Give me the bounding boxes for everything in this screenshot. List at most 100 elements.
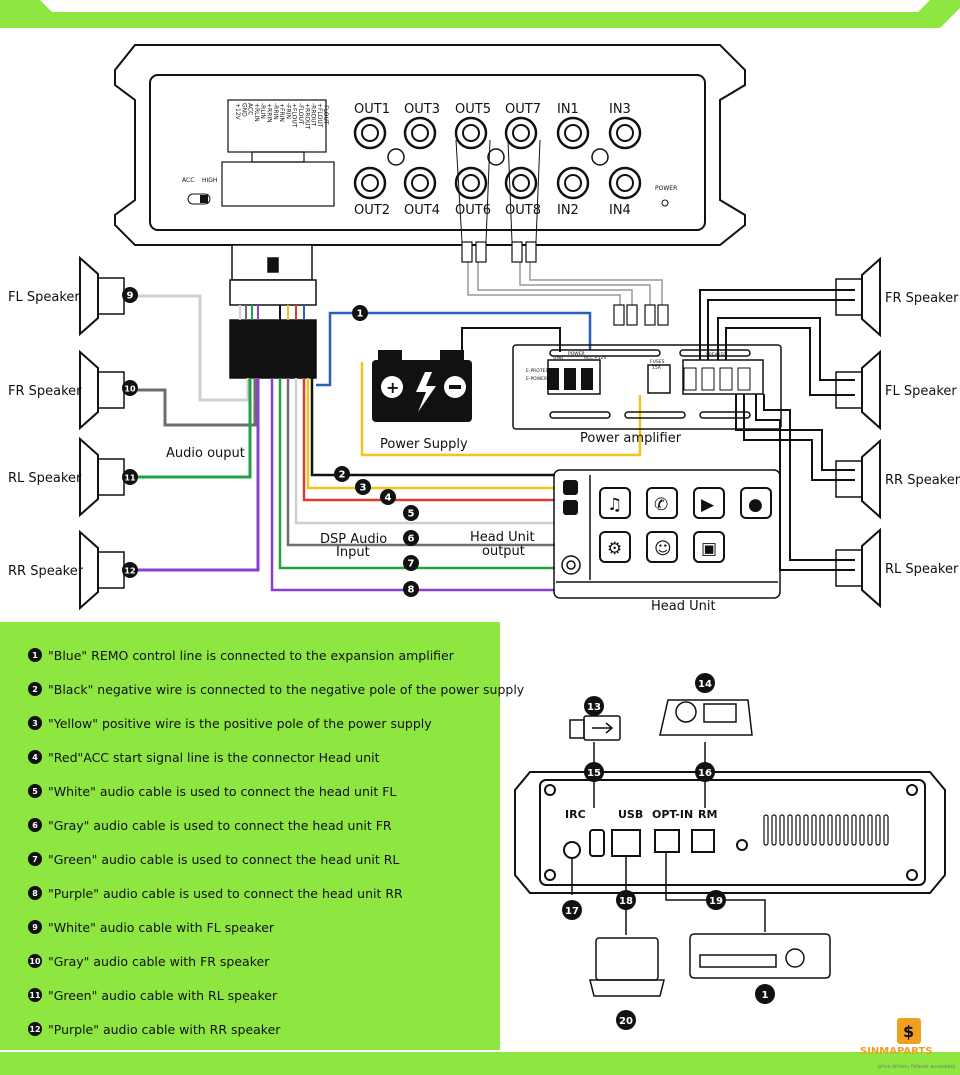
svg-text:1: 1 — [762, 990, 769, 1001]
power-amp-ports: GNDPOWERACC+12VE-PROTECTE-POWERFUSES15AS… — [526, 351, 751, 391]
legend-item: 3"Yellow" positive wire is the positive … — [28, 712, 432, 734]
terminal-pin-label: GND — [240, 103, 247, 117]
callout-badge — [695, 673, 715, 693]
power-label: POWER — [655, 185, 677, 192]
rca-port[interactable] — [504, 116, 538, 150]
svg-text:11: 11 — [124, 474, 136, 483]
legend-item: 9"White" audio cable with FL speaker — [28, 916, 274, 938]
callout-badge — [755, 984, 775, 1004]
wire-number-badge — [380, 489, 396, 505]
rca-port[interactable] — [504, 166, 538, 200]
brand-tagline: price driven, forever accessory — [878, 1064, 956, 1070]
switch-label-high: HIGH — [202, 177, 217, 184]
amp-small-label: ACC — [584, 355, 593, 361]
legend-item: 2"Black" negative wire is connected to t… — [28, 678, 524, 700]
rca-port[interactable] — [608, 166, 642, 200]
rca-port-label: IN1 — [557, 102, 579, 117]
rca-port[interactable] — [454, 116, 488, 150]
svg-text:20: 20 — [619, 1016, 633, 1027]
port-label-rm: RM — [698, 808, 717, 821]
settings-icon[interactable] — [599, 531, 631, 563]
wire-number-badge — [403, 555, 419, 571]
speaker-icon — [79, 349, 99, 431]
dsp-audio-input-label-2: Input — [336, 545, 370, 560]
phone-icon[interactable] — [646, 487, 678, 519]
svg-text:▣: ▣ — [701, 539, 717, 559]
rca-port[interactable] — [556, 166, 590, 200]
speaker-icon — [861, 256, 881, 338]
svg-text:19: 19 — [709, 896, 723, 907]
speaker-left-label: RL Speaker — [8, 471, 82, 486]
svg-text:6: 6 — [408, 534, 415, 545]
back-panel-vents — [763, 814, 889, 846]
head-unit-apps: ♫✆▶●⚙☺▣ — [599, 487, 772, 563]
battery-icon: + — [372, 350, 472, 422]
book-icon[interactable] — [693, 531, 725, 563]
terminal-pin-label: -FRIN — [284, 103, 291, 119]
rca-port[interactable] — [403, 166, 437, 200]
amp-small-label: E-POWER — [526, 376, 547, 382]
harness-connector — [229, 244, 317, 379]
rca-port[interactable] — [353, 116, 387, 150]
usb-stick-icon — [569, 715, 621, 741]
rca-port[interactable] — [454, 166, 488, 200]
callout-badge — [616, 890, 636, 910]
rca-port[interactable] — [353, 166, 387, 200]
amp-small-label: SPEAKER — [706, 352, 726, 358]
speaker-icon — [79, 255, 99, 337]
rca-port[interactable] — [556, 116, 590, 150]
wire-number-badge — [403, 505, 419, 521]
wire-number-badge — [403, 530, 419, 546]
rca-port-label: OUT7 — [505, 102, 541, 117]
wire-number-badge — [122, 562, 138, 578]
legend-item: 11"Green" audio cable with RL speaker — [28, 987, 278, 1003]
remote-knob-icon — [659, 699, 753, 736]
legend-item: 8"Purple" audio cable is used to connect… — [28, 882, 403, 904]
rca-port[interactable] — [608, 116, 642, 150]
rca-port[interactable] — [403, 116, 437, 150]
svg-text:1: 1 — [357, 309, 364, 320]
switch-label-acc: ACC — [182, 177, 194, 184]
amp-small-label: E-PROTECT — [526, 368, 552, 374]
terminal-pin-label: +RROUT — [303, 103, 310, 129]
wire-number-badge — [355, 479, 371, 495]
svg-text:⚙: ⚙ — [607, 539, 622, 559]
laptop-icon — [589, 937, 665, 997]
terminal-pin-label: +12V — [234, 103, 241, 121]
svg-text:10: 10 — [124, 385, 136, 394]
legend-item: 4"Red"ACC start signal line is the conne… — [28, 746, 380, 768]
svg-text:3: 3 — [360, 483, 367, 494]
wire-number-badge — [122, 469, 138, 485]
wire-number-badge — [352, 305, 368, 321]
svg-text:4: 4 — [385, 493, 392, 504]
port-label-opt-in: OPT-IN — [652, 808, 693, 821]
play-icon[interactable] — [693, 487, 725, 519]
legend-panel — [0, 622, 500, 1050]
speaker-icon — [79, 436, 99, 518]
amp-small-label: POWER — [568, 351, 585, 357]
amp-small-label: 15A — [652, 365, 662, 371]
legend-item: 6"Gray" audio cable is used to connect t… — [28, 814, 392, 836]
terminal-pin-label: +FRIN — [278, 103, 285, 122]
callout-badge — [562, 900, 582, 920]
speaker-left-label: FR Speaker — [8, 384, 82, 399]
rca-port-label: OUT8 — [505, 203, 541, 218]
svg-text:✆: ✆ — [654, 495, 668, 515]
power-amplifier-label: Power amplifier — [580, 431, 682, 446]
port-label-usb: USB — [618, 808, 643, 821]
acc-high-switch[interactable] — [187, 193, 211, 205]
music-icon[interactable] — [599, 487, 631, 519]
wire-number-badge — [334, 466, 350, 482]
speaker-wires-left — [135, 294, 260, 572]
amp-small-label: FUSES — [650, 359, 665, 365]
chat-icon[interactable] — [740, 487, 772, 519]
speaker-right-label: FL Speaker — [885, 384, 957, 399]
head-unit — [553, 469, 781, 599]
contacts-icon[interactable] — [646, 531, 678, 563]
svg-text:2: 2 — [339, 470, 346, 481]
rca-port-label: OUT6 — [455, 203, 491, 218]
audio-output-label: Audio ouput — [166, 446, 245, 461]
